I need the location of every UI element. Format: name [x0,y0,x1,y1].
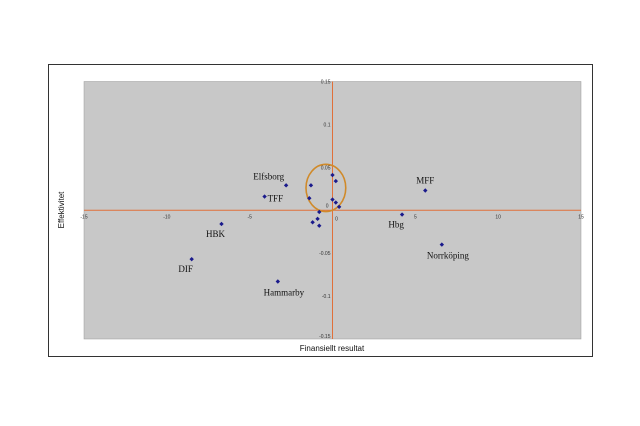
data-point [336,204,342,210]
data-point [219,221,224,227]
data-point [333,200,339,205]
point-label: Hbg [388,220,404,230]
x-tick-label: -15 [80,214,87,220]
data-point [310,220,315,225]
data-point [333,178,339,184]
y-tick-label: -0.1 [322,294,331,300]
data-point [275,279,281,284]
point-label: Hammarby [264,287,305,297]
point-label: Norrköping [427,251,469,261]
y-axis-label: Effektivitet [57,191,66,229]
y-tick-label: 0 [326,203,329,209]
y-tick-label: -0.05 [319,251,331,257]
data-point [189,256,194,262]
x-axis-label: Finansiellt resultat [300,344,365,353]
highlight-ellipse [305,163,347,213]
chart-frame [48,64,593,357]
data-point [307,196,312,201]
point-label: Elfsborg [253,171,284,181]
data-point [283,183,289,188]
data-point [308,183,314,188]
x-tick-label: 15 [578,214,584,220]
data-point [439,242,445,247]
y-tick-label: 0.1 [324,122,331,128]
point-label: TFF [268,194,284,204]
x-tick-label: -5 [247,214,252,220]
point-label: DIF [178,264,193,274]
data-point [262,194,267,199]
data-point [423,188,428,193]
y-tick-label: 0.05 [321,165,331,171]
y-tick-label: 0.15 [321,80,331,86]
x-tick-label: 0 [335,216,338,222]
x-tick-label: 5 [414,214,417,220]
data-point [317,223,322,228]
y-tick-label: -0.15 [319,334,331,340]
data-point [399,212,405,217]
data-point [315,216,320,222]
x-tick-label: -10 [163,214,170,220]
data-point [330,197,335,202]
x-tick-label: 10 [495,214,501,220]
data-point [330,172,335,178]
point-label: HBK [206,229,226,239]
data-point [317,209,322,215]
point-label: MFF [416,176,434,186]
